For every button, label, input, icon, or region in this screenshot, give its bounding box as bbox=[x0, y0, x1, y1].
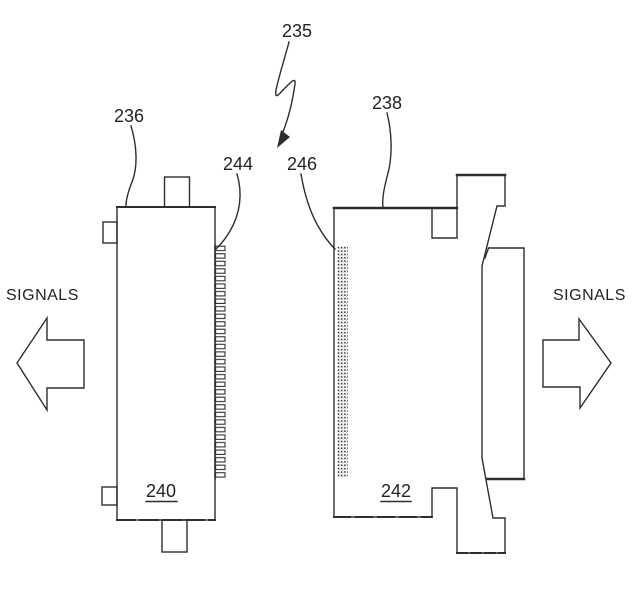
signals-right-label: SIGNALS bbox=[553, 287, 626, 304]
ref-238-label: 238 bbox=[372, 93, 402, 113]
ref-242-label: 242 bbox=[381, 481, 411, 501]
ref-244-label: 244 bbox=[223, 154, 253, 174]
left-side-tab-upper bbox=[102, 221, 118, 244]
reference-labels: 235 236 238 244 246 240 242 bbox=[114, 21, 412, 503]
right-block-arrow bbox=[542, 316, 612, 411]
contact-teeth bbox=[215, 245, 226, 479]
left-housing bbox=[116, 206, 216, 521]
right-clip-plate bbox=[484, 247, 525, 480]
squiggle-arrowhead-icon bbox=[277, 130, 290, 148]
assembly-squiggle-arrow bbox=[275, 41, 296, 137]
ref-236-label: 236 bbox=[114, 106, 144, 126]
ref-235-label: 235 bbox=[282, 21, 312, 41]
leader-line-238 bbox=[382, 112, 392, 208]
left-block-arrow bbox=[16, 315, 85, 413]
ref-240-label: 240 bbox=[146, 481, 176, 501]
left-side-tab-lower bbox=[101, 486, 118, 506]
right-inner-notch bbox=[431, 207, 458, 239]
left-connector bbox=[101, 176, 226, 553]
signals-right: SIGNALS bbox=[542, 287, 626, 411]
signals-left-label: SIGNALS bbox=[6, 287, 79, 304]
leader-line-244 bbox=[215, 173, 241, 250]
contact-dots bbox=[337, 246, 348, 478]
left-bottom-tab bbox=[161, 519, 188, 553]
leader-line-236 bbox=[125, 125, 137, 207]
ref-246-label: 246 bbox=[287, 154, 317, 174]
right-connector bbox=[332, 173, 526, 554]
signals-left: SIGNALS bbox=[6, 287, 85, 413]
right-housing bbox=[333, 174, 506, 554]
left-top-tab bbox=[163, 176, 191, 208]
leader-line-246 bbox=[300, 173, 336, 250]
